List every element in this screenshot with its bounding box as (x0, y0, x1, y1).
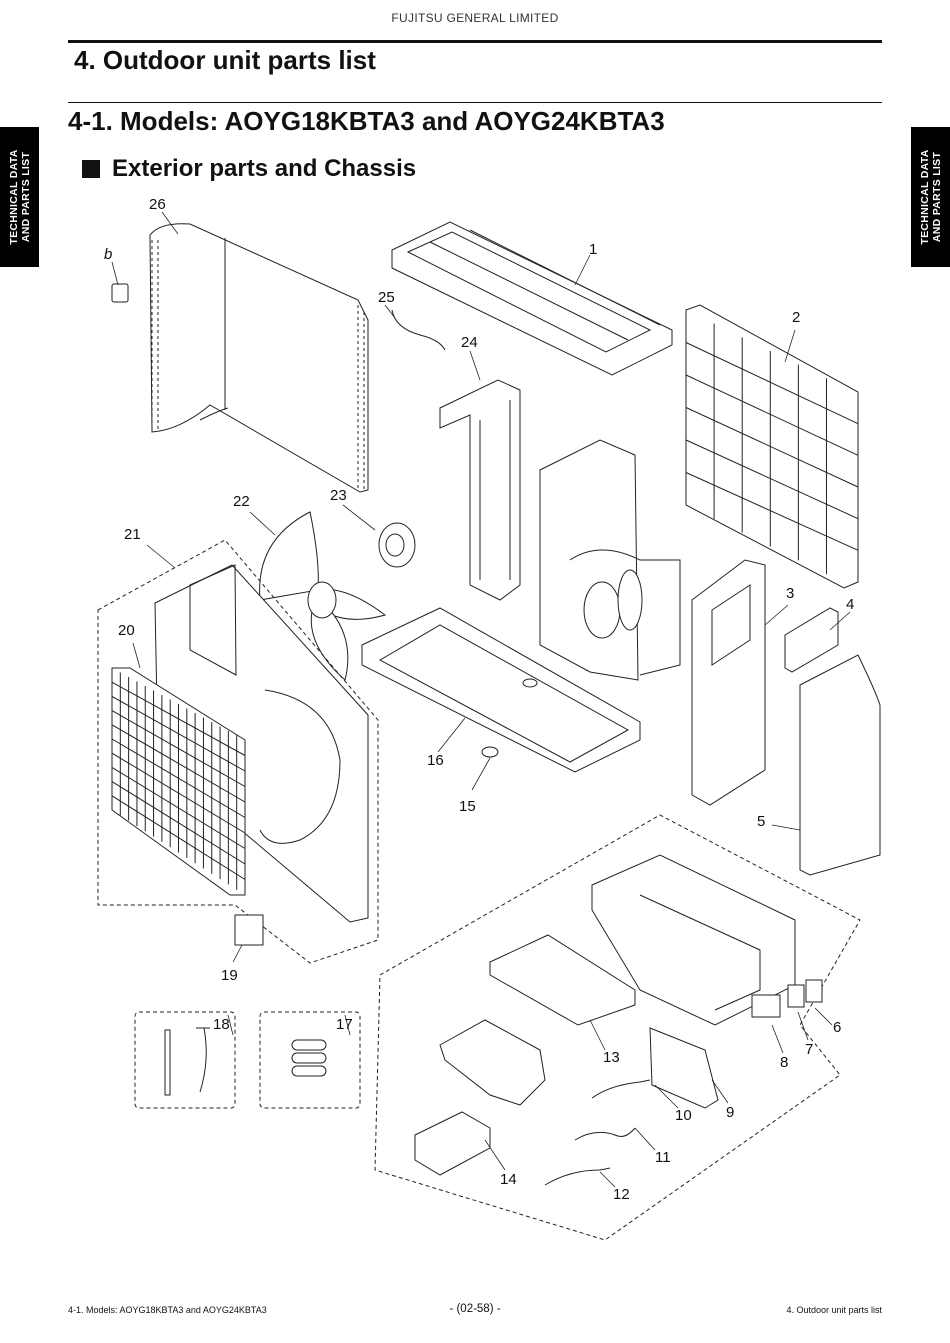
callout-label: 15 (459, 798, 476, 815)
main-pcb-part (489, 934, 636, 1026)
side-tab-line1: TECHNICAL DATA (918, 149, 931, 245)
callout-label: 8 (780, 1054, 788, 1071)
callout-label: 13 (603, 1049, 620, 1066)
sub-heading-text: Exterior parts and Chassis (112, 155, 417, 182)
callout-label: 2 (792, 309, 800, 326)
bullet-square-icon (82, 160, 100, 178)
service-cover-part (784, 607, 839, 673)
callout-label: 10 (675, 1107, 692, 1124)
terminal-7-part (787, 984, 805, 1008)
accessory-17-box (259, 1011, 361, 1109)
heat-sink-part (414, 1111, 491, 1176)
fan-motor-part (378, 522, 416, 568)
callout-label: 19 (221, 967, 238, 984)
wire-10-part (591, 1079, 651, 1099)
callout-label: 6 (833, 1019, 841, 1036)
callout-label: 5 (757, 813, 765, 830)
callout-label: 23 (330, 487, 347, 504)
electrical-group-outline (374, 814, 861, 1241)
wire-11-part (574, 1127, 636, 1141)
callout-label: 3 (786, 585, 794, 602)
sensor-wire-part (391, 309, 446, 351)
callout-label: 20 (118, 622, 135, 639)
callout-label: 14 (500, 1171, 517, 1188)
callout-label: 1 (589, 241, 597, 258)
callout-label: 22 (233, 493, 250, 510)
models-title: 4-1. Models: AOYG18KBTA3 and AOYG24KBTA3 (68, 106, 665, 136)
side-tab-line1: TECHNICAL DATA (7, 149, 20, 245)
terminal-8-part (751, 994, 781, 1018)
top-panel-part (391, 221, 673, 376)
fan-guard-part (111, 667, 246, 896)
reactor-box-part (439, 1019, 546, 1106)
exploded-parts-diagram: 1 2 3 4 5 6 7 8 9 10 11 12 13 14 15 16 1… (97, 196, 881, 1241)
accessory-18-box (134, 1011, 236, 1109)
callout-label: b (104, 246, 112, 263)
callout-label: 16 (427, 752, 444, 769)
rear-grille-part (685, 304, 859, 589)
page-number: - (02-58) - (449, 1303, 501, 1315)
section-title: 4. Outdoor unit parts list (74, 45, 376, 75)
bracket-b-part (111, 283, 129, 303)
side-tab-line2: AND PARTS LIST (930, 151, 943, 243)
callout-label: 25 (378, 289, 395, 306)
callout-label: 7 (805, 1041, 813, 1058)
base-pan-part (361, 607, 641, 773)
footer-left: 4-1. Models: AOYG18KBTA3 and AOYG24KBTA3 (68, 1305, 267, 1315)
sub-heading: Exterior parts and Chassis (82, 155, 416, 183)
side-tab-left: TECHNICAL DATA AND PARTS LIST (0, 127, 39, 267)
terminal-6-part (805, 979, 823, 1003)
leader-lines (111, 211, 851, 1188)
footer-right: 4. Outdoor unit parts list (786, 1305, 882, 1315)
propeller-fan-part (259, 511, 387, 681)
callout-label: 17 (336, 1016, 353, 1033)
compressor-assembly-part (539, 439, 681, 681)
callout-label: 4 (846, 596, 854, 613)
heat-exchanger-part (149, 223, 369, 493)
side-tab-line2: AND PARTS LIST (19, 151, 32, 243)
callout-label: 11 (655, 1149, 671, 1166)
wire-12-part (544, 1167, 611, 1186)
right-side-panel-part (799, 654, 881, 876)
partition-part (439, 379, 521, 601)
callout-label: 24 (461, 334, 478, 351)
callout-label: 9 (726, 1104, 734, 1121)
callout-label: 26 (149, 196, 166, 213)
company-name: FUJITSU GENERAL LIMITED (391, 11, 559, 25)
filter-board-part (649, 1027, 719, 1109)
nameplate-part (234, 914, 264, 946)
callout-label: 21 (124, 526, 141, 543)
drain-cap-part (481, 746, 499, 758)
side-panel-part (691, 559, 766, 806)
callout-labels: 1 2 3 4 5 6 7 8 9 10 11 12 13 14 15 16 1… (104, 196, 854, 1203)
callout-label: 12 (613, 1186, 630, 1203)
subsection-rule (68, 102, 882, 103)
header-rule (68, 40, 882, 43)
side-tab-right: TECHNICAL DATA AND PARTS LIST (911, 127, 950, 267)
front-panel-group-outline (97, 539, 379, 964)
callout-label: 18 (213, 1016, 230, 1033)
